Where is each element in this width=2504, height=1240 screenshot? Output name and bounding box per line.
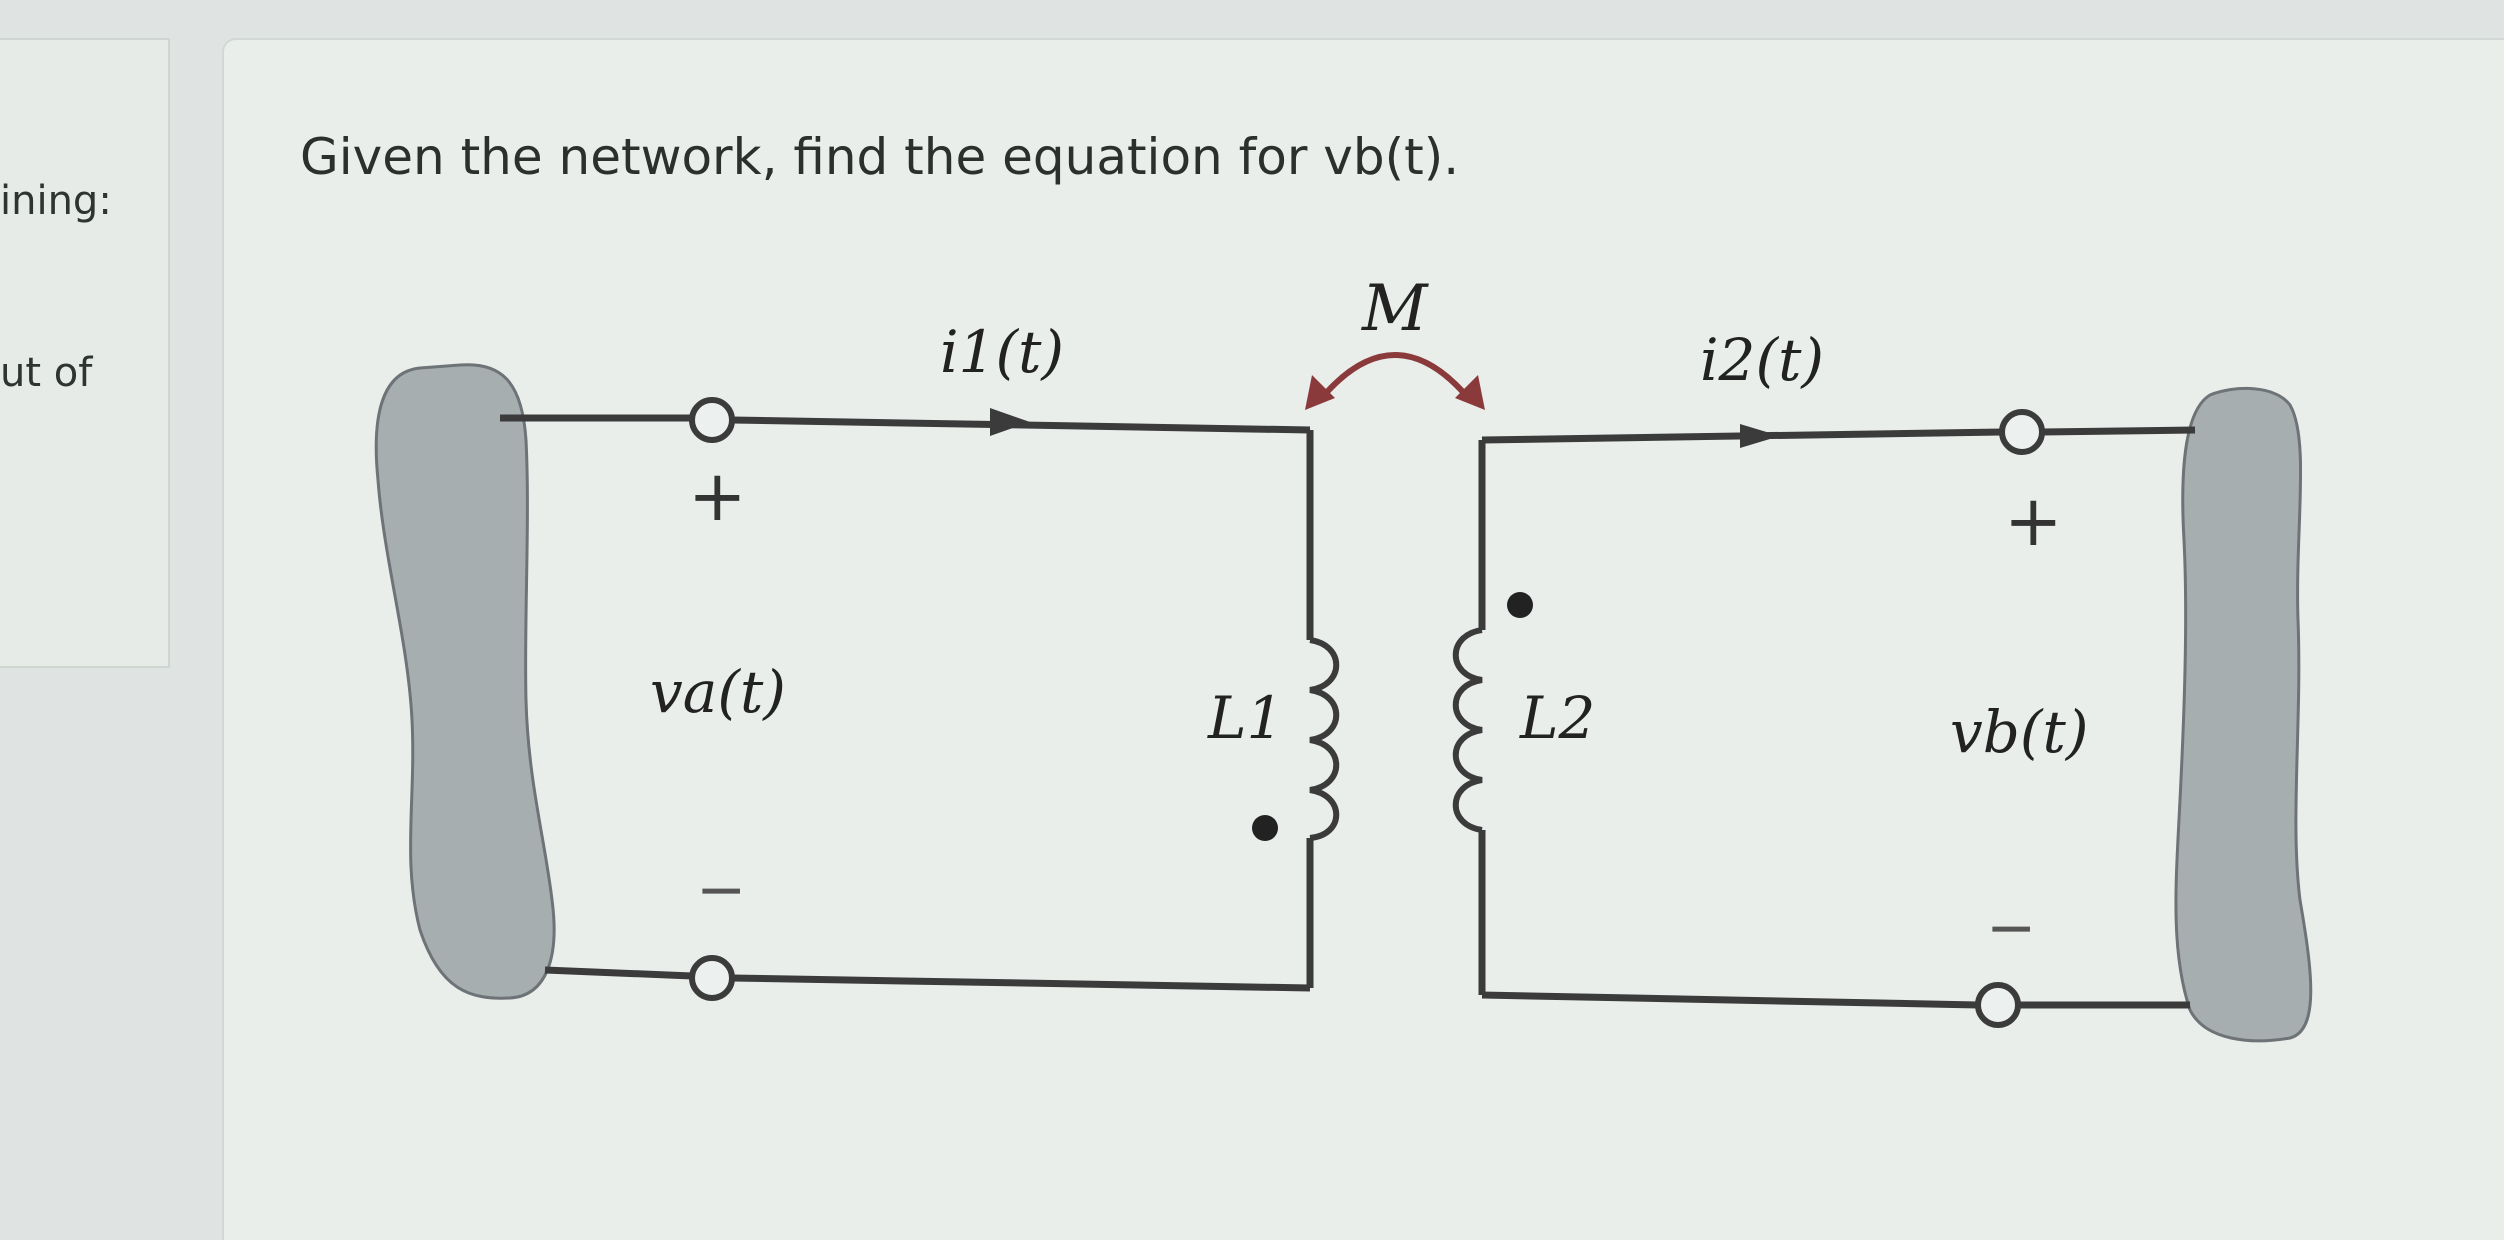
- mutual-arrowhead-left: [1305, 375, 1335, 410]
- mutual-arc: [1317, 352, 1473, 402]
- sidebar-label-out-of: ut of: [0, 350, 93, 396]
- terminal-a-bottom: [689, 955, 735, 1001]
- dot-l1-polarity: [1252, 815, 1278, 841]
- label-voltage-b: vb(t): [1950, 698, 2088, 766]
- label-current-2: i2(t): [1700, 326, 1824, 394]
- sidebar-label-remaining: ining:: [0, 178, 112, 224]
- label-mutual: M: [1361, 272, 1429, 346]
- terminal-b-top: [1999, 409, 2045, 455]
- inductor-l1-coil: [1309, 637, 1340, 841]
- label-inductor-l1: L1: [1207, 684, 1283, 752]
- right-network-block: [2174, 386, 2313, 1043]
- terminal-a-top: [689, 397, 735, 443]
- plus-sign-a: +: [688, 455, 747, 537]
- current-1-arrow: [990, 408, 1030, 436]
- label-current-1: i1(t): [940, 318, 1064, 386]
- label-inductor-l2: L2: [1519, 684, 1595, 752]
- terminal-b-bottom: [1975, 982, 2021, 1028]
- inductor-l2-coil: [1452, 627, 1483, 833]
- mutual-arrowhead-right: [1455, 375, 1485, 410]
- plus-sign-b: +: [2004, 480, 2063, 562]
- question-prompt: Given the network, find the equation for…: [300, 128, 1460, 186]
- left-network-block: [374, 363, 556, 1000]
- current-2-arrow: [1740, 424, 1780, 448]
- minus-sign-b: −: [1986, 893, 2036, 963]
- minus-sign-a: −: [696, 855, 746, 925]
- question-card: [222, 38, 2504, 1240]
- dot-l2-polarity: [1507, 592, 1533, 618]
- sidebar-panel: [0, 38, 170, 668]
- label-voltage-a: va(t): [650, 658, 786, 726]
- left-loop-wires: [500, 414, 1314, 992]
